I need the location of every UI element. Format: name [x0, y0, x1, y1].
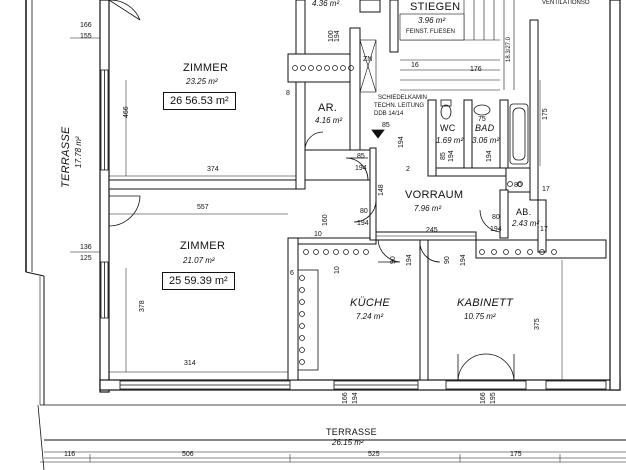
- dim-374: 374: [207, 166, 219, 173]
- room-top-area: 4.36 m²: [312, 0, 340, 8]
- dim-90-a: 90: [390, 256, 397, 264]
- dim-245: 245: [426, 227, 438, 234]
- dim-10-a: 10: [314, 231, 322, 238]
- dim-90-b: 90: [444, 256, 451, 264]
- room-stiegen-note: FEINST. FLIESEN: [406, 29, 456, 35]
- note-schiedel-1: SCHIEDELKAMIN: [378, 95, 428, 101]
- window-openings: [100, 69, 607, 390]
- room-zimmer-2-name: ZIMMER: [180, 240, 226, 252]
- dim-166-b: 166: [342, 392, 349, 404]
- door-swings: [108, 0, 515, 381]
- room-kabinett-name: KABINETT: [457, 297, 514, 309]
- dim-194-e: 194: [460, 254, 467, 266]
- dim-194-a: 194: [357, 220, 369, 227]
- room-ab-area: 2.43 m²: [512, 219, 540, 228]
- dim-466: 466: [123, 106, 130, 118]
- room-ar-area: 4.16 m²: [315, 116, 343, 125]
- room-zimmer-2-box: 25 59.39 m²: [162, 272, 235, 290]
- room-vorraum-area: 7.96 m²: [414, 204, 442, 213]
- dim-166-c: 166: [480, 392, 487, 404]
- note-schiedel-2: TECHN. LEITUNG: [374, 103, 425, 109]
- dim-175-a: 175: [542, 108, 549, 120]
- room-kabinett-area: 10.75 m²: [464, 312, 496, 321]
- dim-bottom-525: 525: [368, 451, 380, 458]
- terrace-bottom-name: TERRASSE: [326, 427, 377, 437]
- dim-194-c: 194: [398, 136, 405, 148]
- terrace-left-name: TERRASSE: [60, 126, 72, 188]
- dim-557: 557: [197, 204, 209, 211]
- note-stair-step: 18.3/27.0: [506, 36, 512, 62]
- dim-194-b: 194: [355, 165, 367, 172]
- dotted-insulation: [292, 65, 557, 365]
- dim-195: 195: [490, 392, 497, 404]
- dim-314: 314: [184, 360, 196, 367]
- dim-166: 166: [80, 22, 92, 29]
- dim-378: 378: [139, 300, 146, 312]
- dim-155: 155: [80, 33, 92, 40]
- room-ab-name: AB.: [516, 207, 532, 217]
- dim-194-j: 194: [334, 30, 341, 42]
- dim-6: 6: [290, 270, 294, 277]
- dimension-lines: [44, 37, 626, 462]
- dim-80-a: 80: [360, 208, 368, 215]
- dim-80-b: 80: [492, 214, 500, 221]
- room-zimmer-2-area: 21.07 m²: [183, 256, 215, 265]
- note-zn: ZN: [363, 56, 373, 63]
- dim-75: 75: [478, 116, 486, 123]
- room-zimmer-1-box: 26 56.53 m²: [163, 92, 236, 110]
- room-wc-name: WC: [440, 123, 456, 133]
- dim-85-a: 85: [357, 153, 365, 160]
- dim-85-c: 85: [440, 152, 447, 160]
- note-vent: VENTILATIONSÖ: [542, 0, 590, 6]
- room-kueche-name: KÜCHE: [350, 297, 391, 309]
- dim-194-i: 194: [352, 392, 359, 404]
- dim-bottom-175: 175: [510, 451, 522, 458]
- dim-10-b: 10: [334, 266, 341, 274]
- dim-bottom-506: 506: [182, 451, 194, 458]
- dim-194-d: 194: [406, 254, 413, 266]
- terrace-left-outline: [25, 0, 45, 470]
- sanitary-fixtures: [440, 99, 529, 165]
- dim-16: 16: [411, 62, 419, 69]
- dim-125: 125: [80, 255, 92, 262]
- dim-17-a: 17: [542, 186, 550, 193]
- room-wc-area: 1.69 m²: [436, 136, 464, 145]
- room-bad-area: 3.06 m²: [472, 136, 500, 145]
- dim-194-h: 194: [486, 150, 493, 162]
- dim-194-g: 194: [448, 150, 455, 162]
- kitchen-counter: [297, 269, 319, 371]
- dim-17-b: 17: [540, 226, 548, 233]
- dim-85-b: 85: [382, 122, 390, 129]
- room-bad-name: BAD: [475, 123, 495, 133]
- dim-176: 176: [470, 66, 482, 73]
- dim-bottom-116: 116: [64, 451, 76, 458]
- staircase: [399, 0, 515, 91]
- dim-194-f: 194: [490, 226, 502, 233]
- terrace-bottom-outline: [40, 404, 626, 463]
- dim-148: 148: [378, 184, 385, 196]
- room-kueche-area: 7.24 m²: [356, 312, 384, 321]
- terrace-left-area: 17.78 m²: [74, 136, 83, 168]
- room-ar-name: AR.: [318, 102, 338, 114]
- room-stiegen-name: STIEGEN: [410, 1, 461, 13]
- dim-2: 2: [406, 166, 410, 173]
- dim-375: 375: [534, 318, 541, 330]
- room-vorraum-name: VORRAUM: [405, 189, 464, 201]
- chimney-shaft: [359, 39, 377, 93]
- dim-80-c: 80: [514, 182, 522, 189]
- note-schiedel-3: DDB 14/14: [374, 111, 404, 117]
- room-zimmer-1-name: ZIMMER: [183, 62, 229, 74]
- terrace-bottom-area: 26.15 m²: [332, 438, 364, 447]
- room-stiegen-area: 3.96 m²: [418, 16, 446, 25]
- interior-walls: [108, 0, 607, 381]
- dim-8: 8: [286, 90, 290, 97]
- room-zimmer-1-area: 23.25 m²: [186, 77, 218, 86]
- dim-160: 160: [322, 214, 329, 226]
- dim-136: 136: [80, 244, 92, 251]
